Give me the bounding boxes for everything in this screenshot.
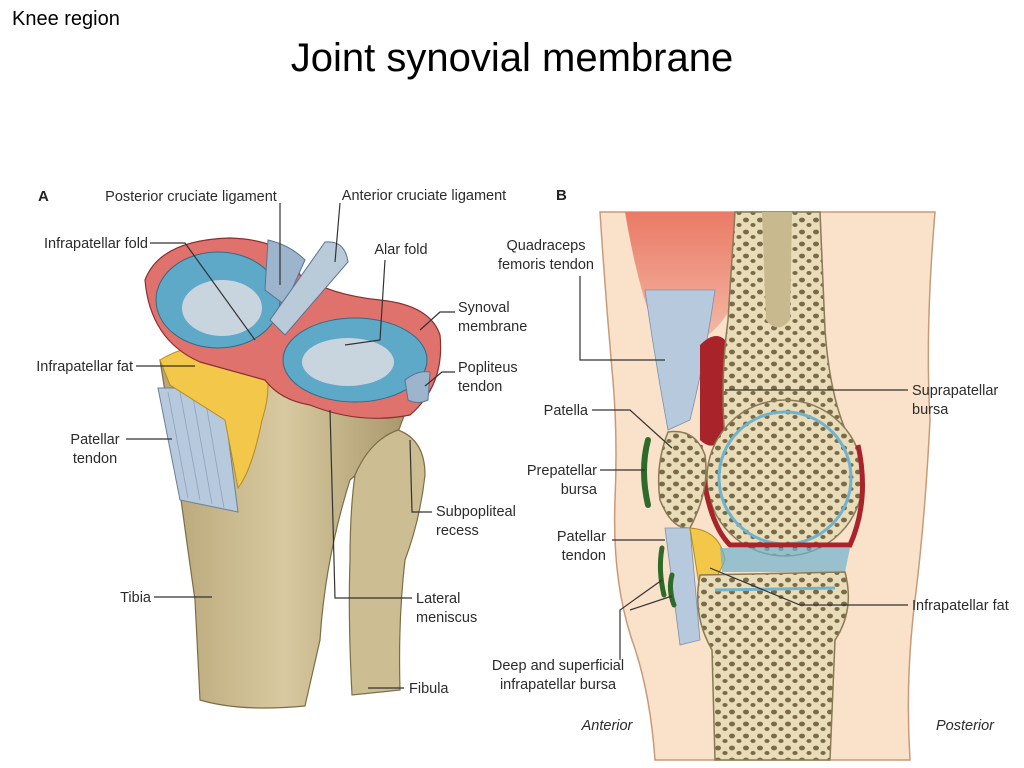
label-alar-fold: Alar fold [374, 242, 427, 258]
infrapatellar-bursa-deep [667, 572, 677, 608]
label-anterior-cruciate-ligament: Anterior cruciate ligament [342, 188, 506, 204]
label-prepatellar-line1: Prepatellar [527, 463, 597, 479]
label-posterior: Posterior [936, 718, 995, 734]
label-prepatellar-line2: bursa [561, 482, 598, 498]
label-synovial-membrane-line1: Synoval [458, 300, 510, 316]
label-popliteus-line2: tendon [458, 379, 502, 395]
label-posterior-cruciate-ligament: Posterior cruciate ligament [105, 189, 277, 205]
joint-capsule [697, 444, 865, 548]
panel-b: B [492, 187, 1009, 761]
slide-title: Joint synovial membrane [290, 36, 734, 80]
fibula-shape [348, 429, 426, 696]
infrapatellar-bursa-superficial [657, 545, 667, 598]
label-subpopliteal-line1: Subpopliteal [436, 504, 516, 520]
label-patellar-tendon-b-line1: Patellar [557, 529, 606, 545]
label-suprapatellar-line2: bursa [912, 402, 949, 418]
label-quadriceps-line2: femoris tendon [498, 257, 594, 273]
joint-space-b [720, 548, 850, 572]
label-deep-bursa-line2: infrapatellar bursa [500, 677, 617, 693]
label-patellar-tendon-a-line1: Patellar [70, 432, 119, 448]
label-quadriceps-line1: Quadraceps [507, 238, 586, 254]
panel-a-letter: A [38, 188, 49, 205]
label-suprapatellar-line1: Suprapatellar [912, 383, 998, 399]
label-infrapatellar-fold: Infrapatellar fold [44, 236, 148, 252]
corner-label: Knee region [12, 8, 120, 30]
label-lateral-meniscus-line2: meniscus [416, 610, 477, 626]
label-patella: Patella [544, 403, 589, 419]
popliteus-tendon [404, 371, 431, 403]
label-patellar-tendon-b-line2: tendon [562, 548, 606, 564]
leaders-b [579, 276, 908, 660]
prepatellar-bursa [641, 437, 651, 508]
femoral-condyle [706, 399, 864, 557]
label-fibula: Fibula [409, 681, 449, 697]
label-anterior: Anterior [581, 718, 634, 734]
tibia-b [697, 571, 850, 761]
label-tibia: Tibia [120, 590, 152, 606]
label-infrapatellar-fat-b: Infrapatellar fat [912, 598, 1009, 614]
suprapatellar-bursa [700, 336, 730, 446]
label-infrapatellar-fat-a: Infrapatellar fat [36, 359, 133, 375]
label-synovial-membrane-line2: membrane [458, 319, 527, 335]
label-subpopliteal-line2: recess [436, 523, 479, 539]
label-popliteus-line1: Popliteus [458, 360, 518, 376]
panel-a: A [36, 188, 527, 709]
leaders-a [126, 202, 455, 689]
quadriceps-tendon [644, 289, 716, 431]
anterior-cruciate-ligament [269, 241, 349, 336]
panel-b-letter: B [556, 187, 567, 204]
label-deep-bursa-line1: Deep and superficial [492, 658, 624, 674]
label-lateral-meniscus-line1: Lateral [416, 591, 460, 607]
femur-medullary-cavity [762, 212, 792, 328]
label-patellar-tendon-a-line2: tendon [73, 451, 117, 467]
